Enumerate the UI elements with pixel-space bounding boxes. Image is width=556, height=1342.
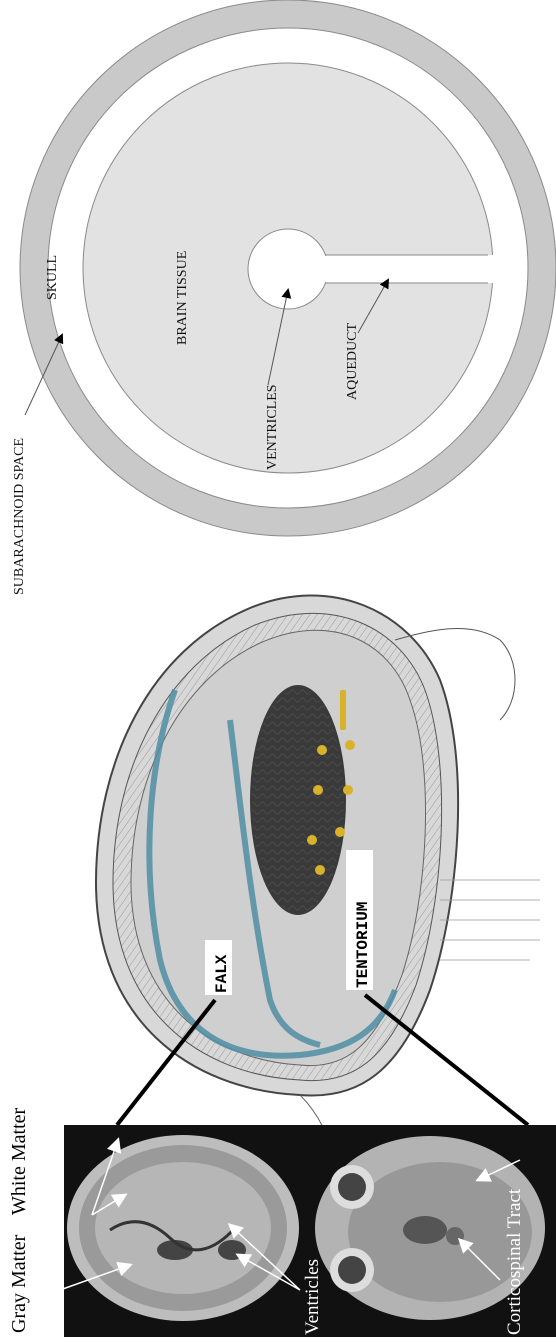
falx-label: FALX — [213, 954, 231, 993]
aqueduct-channel — [318, 255, 498, 283]
subarachnoid-label: SUBARACHNOID SPACE — [12, 438, 27, 595]
mri-slice-upper — [67, 1135, 299, 1321]
ventricles-mri-label: Ventricles — [302, 1259, 323, 1335]
ventricles-label: VENTRICLES — [265, 384, 280, 470]
tentorium-label: TENTORIUM — [354, 902, 372, 988]
mri-panel: White Matter Gray Matter Ventricles Cort… — [8, 1107, 556, 1337]
brain-tissue-label-text: BRAIN TISSUE — [175, 251, 190, 345]
white-matter-label: White Matter — [8, 1107, 30, 1215]
ventricles-circle — [248, 229, 328, 309]
anatomy-illustration: FALX TENTORIUM — [96, 595, 540, 1150]
schematic-diagram: SUBARACHNOID SPACE SKULL BRAIN TISSUE VE… — [12, 0, 556, 595]
gray-matter-label: Gray Matter — [8, 1234, 30, 1333]
skull-label: SKULL — [45, 255, 60, 300]
aqueduct-label: AQUEDUCT — [345, 323, 360, 400]
corticospinal-label: Corticospinal Tract — [504, 1188, 525, 1335]
